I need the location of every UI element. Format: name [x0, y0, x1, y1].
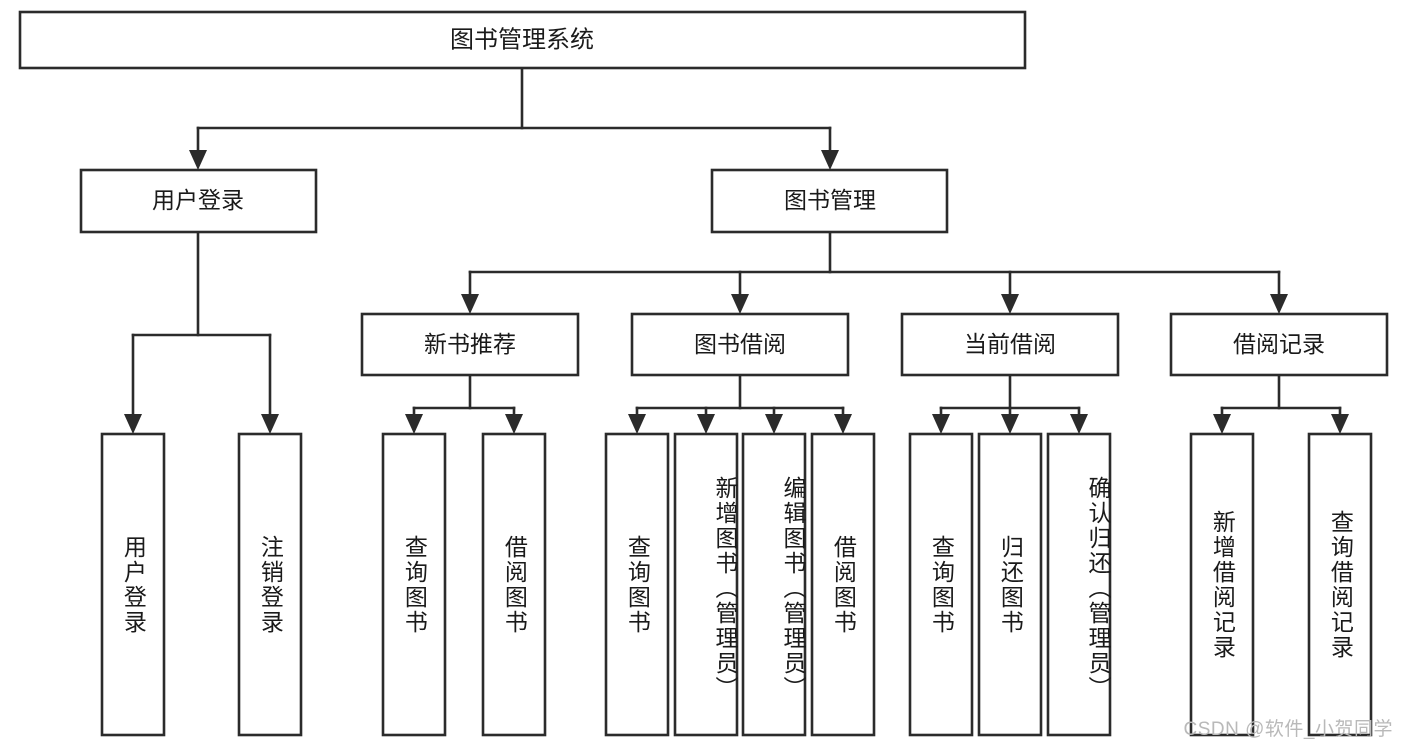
node-root-box[interactable]: [18, 10, 1027, 70]
leaf-box-cb-query-book[interactable]: [908, 432, 974, 737]
leaf-box-nb-borrow-book[interactable]: [481, 432, 547, 737]
connector-borrowrecord-to-level4: [1213, 373, 1349, 434]
arrow-head-borrow-record: [1270, 294, 1288, 314]
arrow-head-nb-child-1: [405, 414, 423, 434]
node-book-borrow-box[interactable]: [630, 312, 850, 377]
arrow-head-ul-child-2: [261, 414, 279, 434]
arrow-head-book-manage: [821, 150, 839, 170]
node-new-book-label: 新书推荐: [424, 331, 516, 357]
arrow-head-bb-child-4: [834, 414, 852, 434]
leaf-box-cb-return-book[interactable]: [977, 432, 1043, 737]
node-borrow-record-label: 借阅记录: [1233, 331, 1325, 357]
leaf-box-bb-borrow-book[interactable]: [810, 432, 876, 737]
arrow-head-bb-child-3: [765, 414, 783, 434]
node-book-manage-label: 图书管理: [784, 187, 876, 213]
node-current-borrow-box[interactable]: [900, 312, 1120, 377]
arrow-head-cb-child-3: [1070, 414, 1088, 434]
node-book-manage-box[interactable]: [710, 168, 949, 234]
leaf-box-br-add-record[interactable]: [1189, 432, 1255, 737]
node-root-system[interactable]: 图书管理系统: [18, 10, 1027, 70]
arrow-head-cb-child-2: [1001, 414, 1019, 434]
leaf-box-br-query-record[interactable]: [1307, 432, 1373, 737]
node-new-book-box[interactable]: [360, 312, 580, 377]
leaf-box-nb-query-book[interactable]: [381, 432, 447, 737]
arrow-head-new-book: [461, 294, 479, 314]
arrow-head-book-borrow: [731, 294, 749, 314]
arrow-head-br-child-2: [1331, 414, 1349, 434]
node-book-manage[interactable]: 图书管理: [710, 168, 949, 234]
node-root-label: 图书管理系统: [450, 26, 594, 53]
leaf-box-bb-query-book[interactable]: [604, 432, 670, 737]
node-book-borrow-label: 图书借阅: [694, 331, 786, 357]
connector-userlogin-to-level4: [124, 230, 279, 434]
leaf-boxes: [100, 432, 1373, 737]
connector-newbook-to-level4: [405, 373, 523, 434]
node-borrow-record[interactable]: 借阅记录: [1169, 312, 1389, 377]
connector-bookmanage-to-level3: [461, 230, 1288, 314]
arrow-head-br-child-1: [1213, 414, 1231, 434]
node-current-borrow-label: 当前借阅: [964, 331, 1056, 357]
leaf-box-bb-add-book[interactable]: [673, 432, 739, 737]
arrow-head-nb-child-2: [505, 414, 523, 434]
arrow-head-current-borrow: [1001, 294, 1019, 314]
csdn-watermark: CSDN @软件_小贺同学: [1183, 719, 1393, 740]
leaf-box-logout[interactable]: [237, 432, 303, 737]
node-borrow-record-box[interactable]: [1169, 312, 1389, 377]
node-new-book[interactable]: 新书推荐: [360, 312, 580, 377]
node-current-borrow[interactable]: 当前借阅: [900, 312, 1120, 377]
arrow-head-ul-child-1: [124, 414, 142, 434]
leaf-box-bb-edit-book[interactable]: [741, 432, 807, 737]
arrow-head-cb-child-1: [932, 414, 950, 434]
connector-bookborrow-to-level4: [628, 373, 852, 434]
leaf-box-user-login[interactable]: [100, 432, 166, 737]
connector-root-to-level2: [189, 66, 839, 170]
arrow-head-user-login: [189, 150, 207, 170]
leaf-box-cb-confirm-return[interactable]: [1046, 432, 1112, 737]
node-book-borrow[interactable]: 图书借阅: [630, 312, 850, 377]
node-user-login[interactable]: 用户登录: [79, 168, 318, 234]
connector-currentborrow-to-level4: [932, 373, 1088, 434]
arrow-head-bb-child-2: [697, 414, 715, 434]
arrow-head-bb-child-1: [628, 414, 646, 434]
node-user-login-label: 用户登录: [152, 187, 244, 213]
node-user-login-box[interactable]: [79, 168, 318, 234]
